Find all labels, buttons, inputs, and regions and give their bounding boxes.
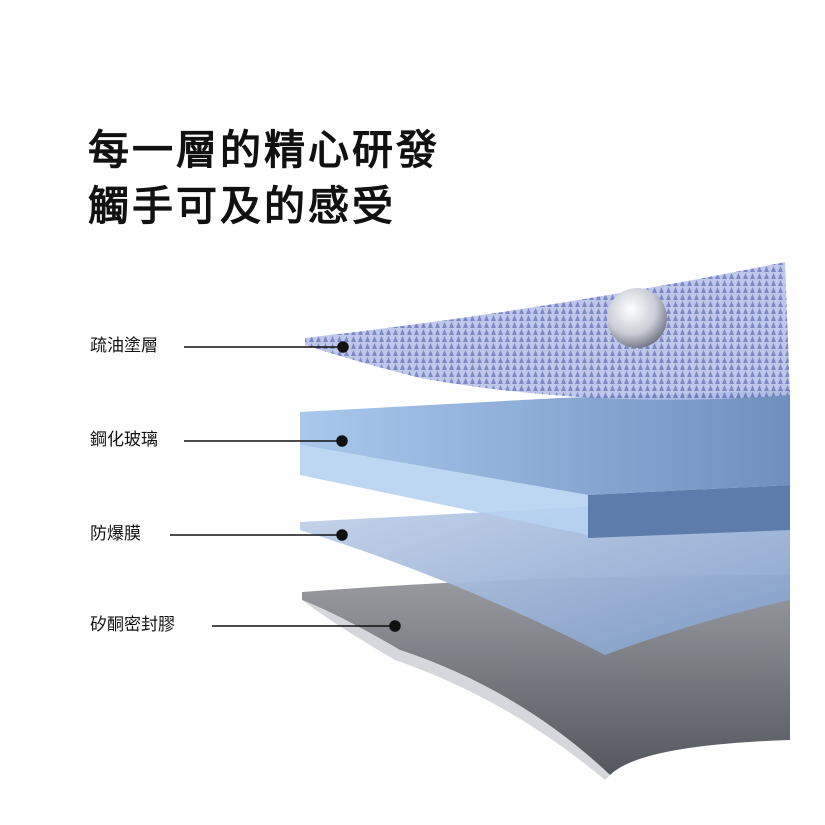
headline-line-2: 觸手可及的感受 bbox=[88, 182, 396, 230]
label-tempered-glass: 鋼化玻璃 bbox=[90, 430, 158, 450]
label-silicone-sealant: 矽酮密封膠 bbox=[90, 615, 175, 635]
glass-layer bbox=[300, 390, 790, 495]
label-oleophobic-coating: 疏油塗層 bbox=[90, 336, 158, 356]
headline-line-1: 每一層的精心研發 bbox=[88, 126, 440, 174]
label-explosion-proof-film: 防爆膜 bbox=[90, 524, 141, 544]
water-droplet bbox=[607, 288, 667, 348]
coating-layer bbox=[305, 262, 790, 400]
film-layer bbox=[300, 495, 790, 655]
